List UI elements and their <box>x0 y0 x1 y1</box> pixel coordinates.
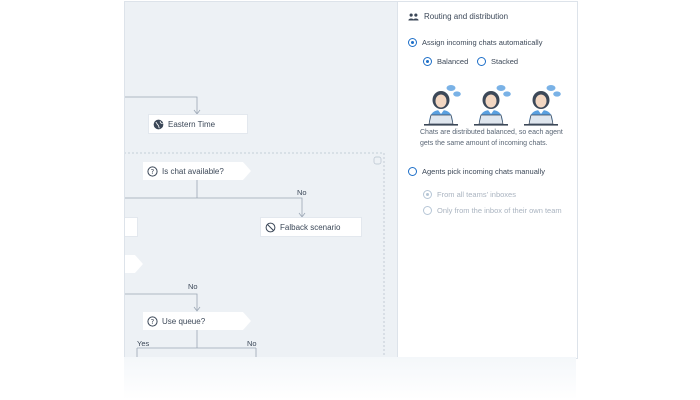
question-icon: ? <box>147 316 158 327</box>
branch-label-no: No <box>297 188 307 197</box>
app-window: Eastern Time ? Is chat available? No Fal… <box>124 1 578 359</box>
queue-node-label: Use queue? <box>162 316 206 326</box>
own-team-inbox-radio <box>423 206 432 215</box>
availability-node-label: Is chat available? <box>162 166 224 176</box>
fallback-node-label: Falback scenario <box>280 222 341 232</box>
block-icon <box>265 222 276 232</box>
globe-icon <box>153 119 164 129</box>
from-all-inboxes-label: From all teams' inboxes <box>437 190 516 199</box>
from-all-inboxes-option: From all teams' inboxes <box>423 190 516 199</box>
balanced-option[interactable]: Balanced <box>423 57 468 66</box>
stacked-label: Stacked <box>491 57 519 66</box>
routing-panel: Routing and distribution Assign incoming… <box>397 2 577 358</box>
queue-node[interactable]: ? Use queue? <box>143 312 251 330</box>
timezone-node[interactable]: Eastern Time <box>149 115 247 133</box>
fallback-node[interactable]: Falback scenario <box>261 218 361 236</box>
svg-text:?: ? <box>151 167 155 175</box>
distribution-description: Chats are distributed balanced, so each … <box>420 129 563 147</box>
reflection-fade <box>124 357 576 400</box>
timezone-node-label: Eastern Time <box>168 119 216 129</box>
stacked-option[interactable]: Stacked <box>477 57 518 66</box>
flow-node-partial[interactable] <box>125 255 143 273</box>
auto-assign-option[interactable]: Assign incoming chats automatically <box>408 38 542 47</box>
manual-pick-radio[interactable] <box>408 167 417 176</box>
availability-node[interactable]: ? Is chat available? <box>143 162 251 180</box>
branch-label-no: No <box>188 282 198 291</box>
own-team-inbox-option: Only from the inbox of their own team <box>423 206 562 215</box>
svg-text:?: ? <box>151 317 155 325</box>
branch-label-no: No <box>247 339 257 348</box>
panel-title: Routing and distribution <box>424 12 509 21</box>
auto-assign-label: Assign incoming chats automatically <box>422 38 543 47</box>
panel-header: Routing and distribution <box>408 12 508 21</box>
branch-label-yes: Yes <box>137 339 150 348</box>
agents-illustration <box>423 84 562 126</box>
stacked-radio[interactable] <box>477 57 486 66</box>
manual-pick-label: Agents pick incoming chats manually <box>422 167 545 176</box>
question-icon: ? <box>147 166 158 177</box>
users-icon <box>408 13 419 21</box>
balanced-label: Balanced <box>437 57 469 66</box>
own-team-inbox-label: Only from the inbox of their own team <box>437 206 562 215</box>
flow-canvas[interactable]: Eastern Time ? Is chat available? No Fal… <box>125 2 397 358</box>
flow-connectors <box>125 96 385 358</box>
manual-pick-option[interactable]: Agents pick incoming chats manually <box>408 167 545 176</box>
flow-node-partial[interactable] <box>125 218 137 236</box>
from-all-inboxes-radio <box>423 190 432 199</box>
auto-assign-radio[interactable] <box>408 38 417 47</box>
balanced-radio[interactable] <box>423 57 432 66</box>
